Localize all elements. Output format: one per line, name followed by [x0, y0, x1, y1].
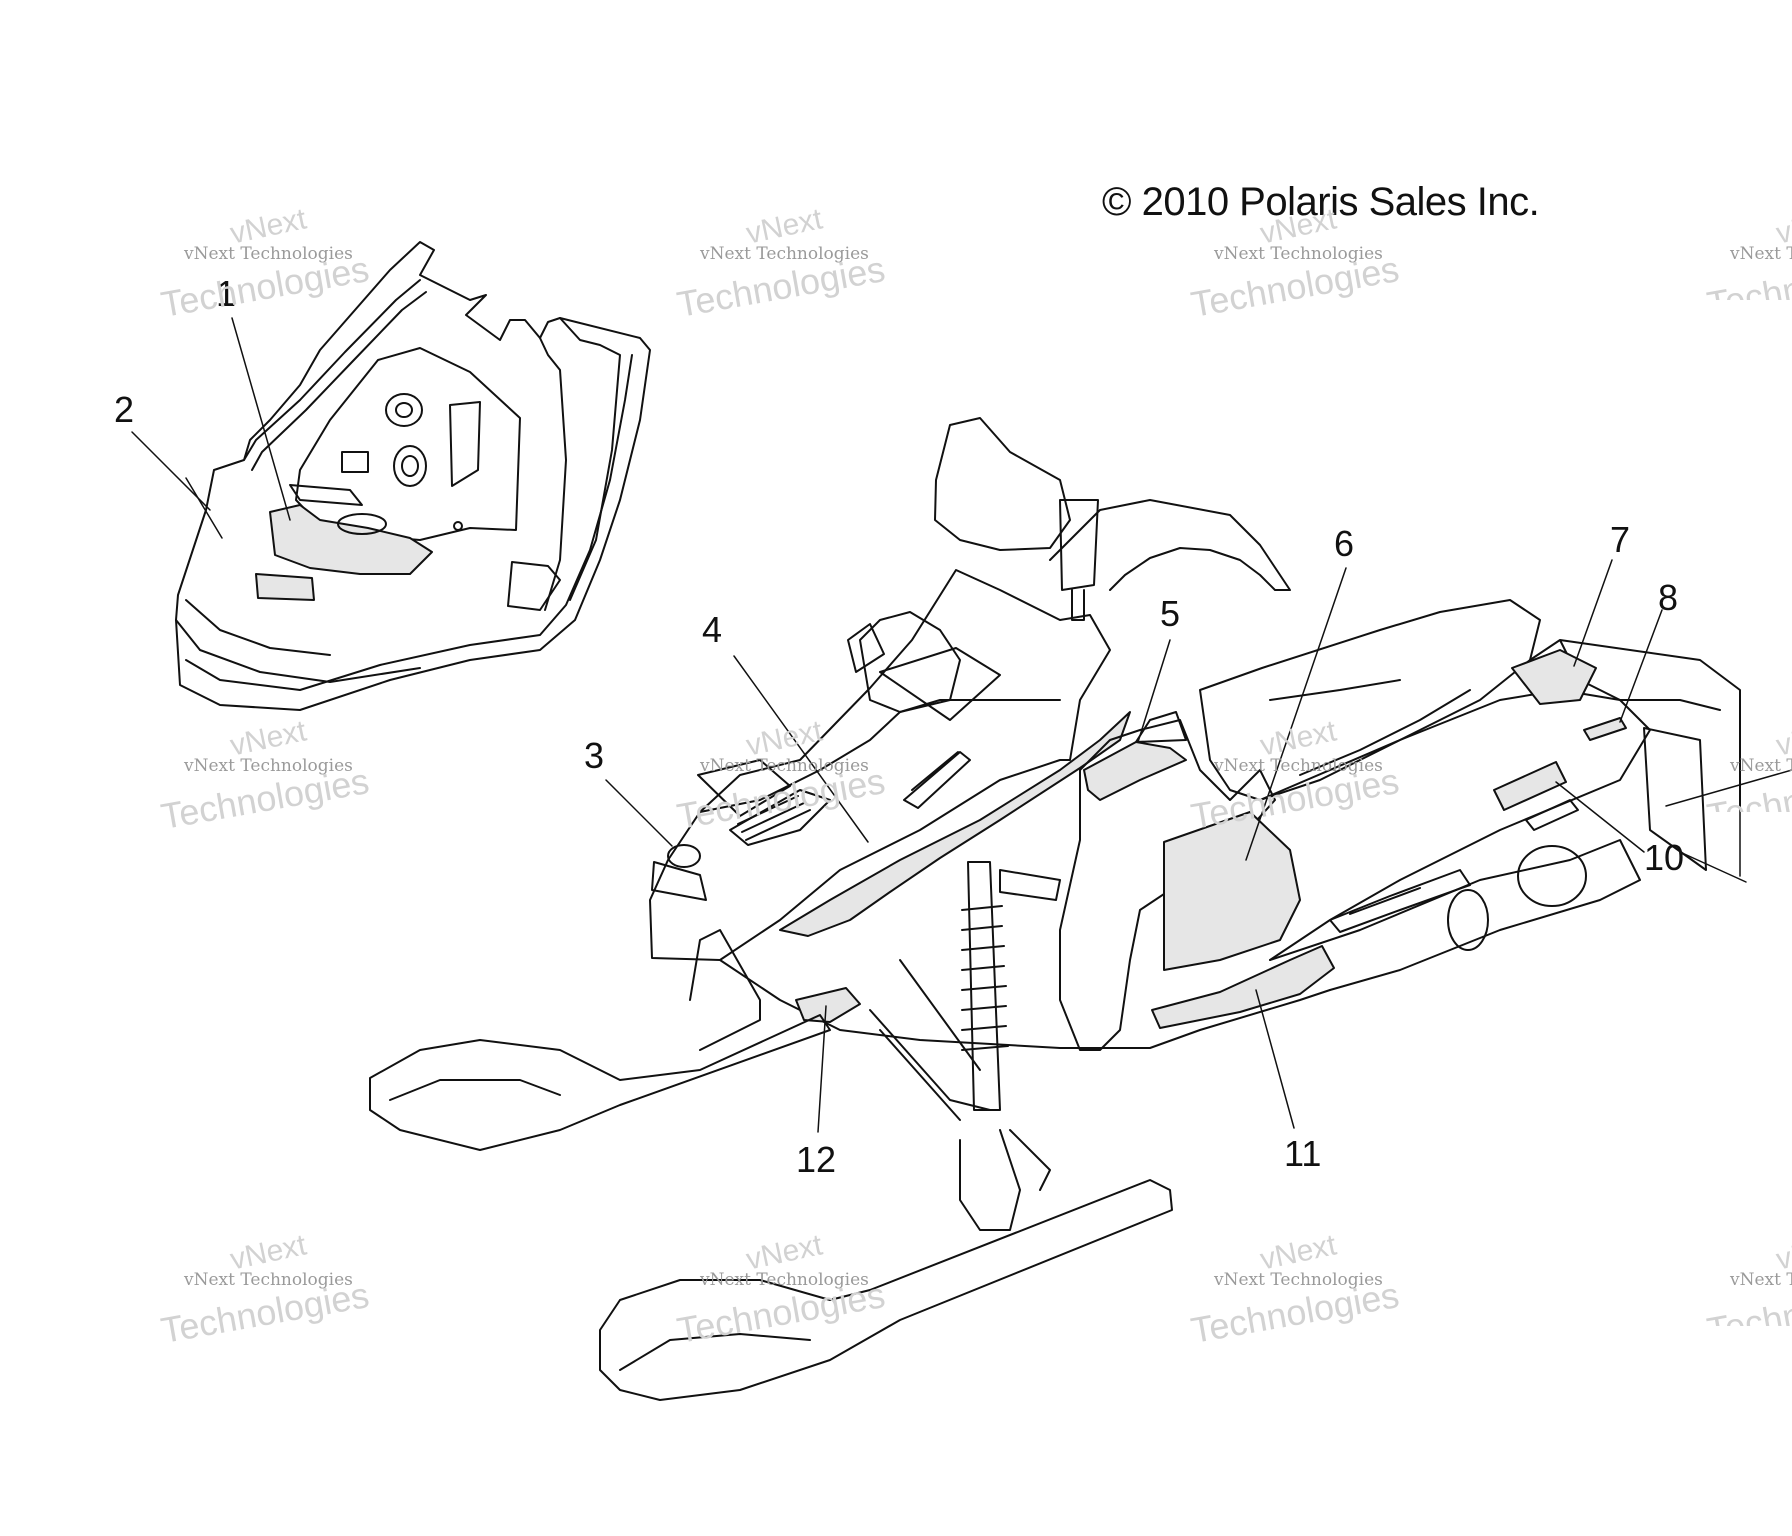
dash-top-panel	[296, 348, 520, 540]
hood-outline	[650, 570, 1110, 960]
steering-post	[1060, 500, 1098, 620]
hood-side-vents	[904, 752, 970, 808]
decal-12-shape	[796, 988, 860, 1022]
rear-idler	[1518, 846, 1586, 906]
decal-1-shape	[270, 505, 432, 574]
decal-4-shape	[780, 712, 1130, 936]
seat-seam	[1270, 680, 1470, 775]
shock-coils	[962, 906, 1008, 1050]
decal-11-shape	[1152, 946, 1334, 1028]
callout-6: 6	[1334, 523, 1355, 564]
leader-3	[606, 780, 672, 846]
leader-7	[1574, 560, 1612, 666]
left-spindle	[690, 930, 760, 1050]
ignition-knob-inner	[402, 456, 418, 476]
callout-11: 11	[1284, 1133, 1322, 1174]
right-spindle	[960, 1130, 1020, 1230]
leader-10a	[1556, 782, 1644, 852]
ignition-knob	[394, 446, 426, 486]
leader-10b	[1680, 852, 1746, 882]
tie-rod	[1000, 870, 1060, 900]
leader-6	[1246, 568, 1346, 860]
leader-5	[1138, 640, 1170, 742]
snowmobile-main-view	[370, 418, 1740, 1400]
vent-2	[880, 648, 1000, 720]
nose-vent-lines	[738, 796, 810, 840]
callout-12: 12	[796, 1139, 837, 1180]
dash-console-inset	[176, 242, 650, 710]
mid-idler	[1448, 890, 1488, 950]
left-ski-inner	[390, 1080, 560, 1100]
dash-right-wall	[540, 318, 620, 610]
leader-8	[1620, 610, 1662, 722]
dash-left-wall	[244, 280, 426, 470]
dash-slot	[450, 402, 480, 486]
hood-crease	[700, 700, 1060, 812]
track	[1270, 840, 1640, 990]
front-shock	[968, 862, 1000, 1110]
handlebar	[1050, 500, 1290, 590]
emblem-oval	[668, 845, 700, 867]
seat	[1200, 600, 1540, 800]
leader-12	[818, 1006, 826, 1132]
dash-bolt	[454, 522, 462, 530]
callout-2: 2	[114, 389, 135, 430]
nose-vent-top	[698, 760, 790, 816]
callout-4: 4	[702, 609, 723, 650]
key-switch-inner	[396, 403, 412, 417]
leader-4	[734, 656, 868, 842]
nose-vent-lower	[730, 790, 830, 845]
callout-3: 3	[584, 735, 605, 776]
running-board	[1330, 870, 1470, 932]
dash-oval	[338, 514, 386, 534]
callout-10: 10	[1644, 837, 1685, 878]
callout-1: 1	[216, 273, 237, 314]
leader-2b	[186, 478, 222, 538]
decal-6-shape	[1164, 812, 1300, 970]
vent-1	[848, 624, 884, 672]
copyright-notice: © 2010 Polaris Sales Inc.	[1102, 180, 1540, 224]
right-ski	[600, 1180, 1172, 1400]
decal-5-shape	[1084, 742, 1186, 800]
leader-11	[1256, 990, 1294, 1128]
decal-10-b	[1526, 800, 1578, 830]
headlight	[652, 862, 706, 900]
snow-flap	[1644, 728, 1706, 870]
right-ski-inner	[620, 1334, 810, 1370]
leader-lines	[132, 318, 1792, 1132]
a-arms	[870, 960, 1050, 1190]
decal-5-inner	[1136, 712, 1186, 742]
left-ski	[370, 1015, 830, 1150]
windshield	[935, 418, 1070, 550]
dash-right-strap	[508, 562, 560, 610]
decal-10-shape	[1494, 762, 1566, 810]
dash-front-lip	[176, 600, 420, 682]
leader-1	[232, 318, 290, 520]
decal-8-shape	[1584, 718, 1626, 740]
dash-inner-rim	[186, 355, 632, 690]
hood-upper-panel	[860, 612, 960, 712]
rocker-switch	[342, 452, 368, 472]
leader-10d	[1666, 770, 1792, 806]
callout-7: 7	[1610, 519, 1631, 560]
callout-8: 8	[1658, 577, 1679, 618]
dash-hinge-bar	[290, 485, 362, 505]
key-switch	[386, 394, 422, 426]
callout-5: 5	[1160, 593, 1181, 634]
decal-2-shape	[256, 574, 314, 600]
